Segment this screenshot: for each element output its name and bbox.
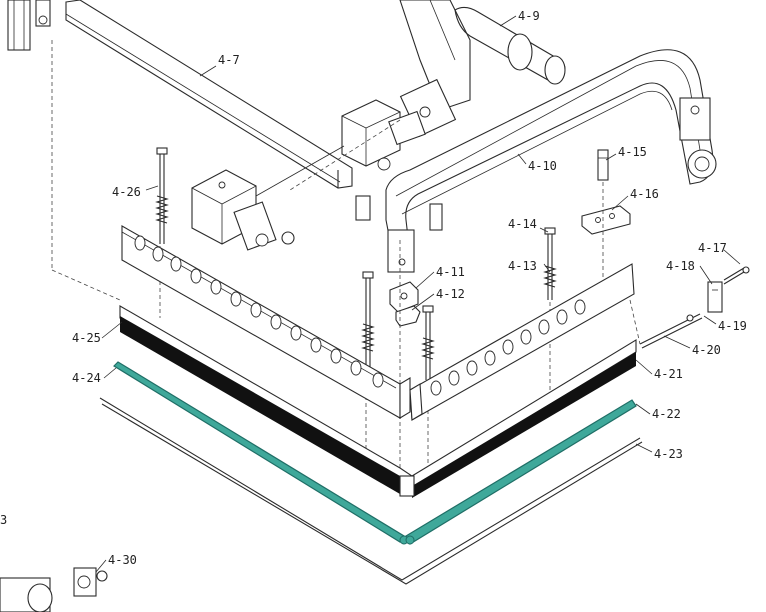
label-4-18: 4-18 <box>666 259 695 273</box>
label-4-9: 4-9 <box>518 9 540 23</box>
label-4-24: 4-24 <box>72 371 101 385</box>
label-4-17: 4-17 <box>698 241 727 255</box>
label-4-25: 4-25 <box>72 331 101 345</box>
label-4-11: 4-11 <box>436 265 465 279</box>
right-side-fittings <box>629 266 750 349</box>
part-4-9-drive-shaft <box>399 0 566 138</box>
leader-lines <box>95 15 741 573</box>
center-bolts-springs <box>355 149 631 380</box>
label-4-22: 4-22 <box>652 407 681 421</box>
center-gearbox-assembly <box>191 99 426 251</box>
top-left-bracket <box>7 0 53 270</box>
left-plate-holes <box>134 235 384 388</box>
label-4-19: 4-19 <box>718 319 747 333</box>
label-4-30: 4-30 <box>108 553 137 567</box>
part-4-21-right-plate <box>409 263 635 421</box>
part-4-30-fitting <box>0 567 108 612</box>
label-4-13: 4-13 <box>508 259 537 273</box>
label-4-21: 4-21 <box>654 367 683 381</box>
label-4-23: 4-23 <box>654 447 683 461</box>
part-4-7-shaft <box>65 0 353 189</box>
callout-labels: 4-7 4-9 4-10 4-11 4-12 4-13 4-14 4-15 4-… <box>0 9 747 567</box>
part-4-23-lower-plate <box>99 397 643 585</box>
right-plate-holes <box>430 299 586 396</box>
part-4-10-u-frame <box>385 49 717 273</box>
label-4-16: 4-16 <box>630 187 659 201</box>
black-seal-strips <box>119 305 637 498</box>
part-4-25-left-plate <box>121 225 411 419</box>
label-4-15: 4-15 <box>618 145 647 159</box>
label-4-12: 4-12 <box>436 287 465 301</box>
label-4-7: 4-7 <box>218 53 240 67</box>
label-4-20: 4-20 <box>692 343 721 357</box>
label-4-10: 4-10 <box>528 159 557 173</box>
label-4-26: 4-26 <box>112 185 141 199</box>
highlighted-strips <box>113 361 637 545</box>
label-edge-mark: 3 <box>0 513 7 527</box>
label-4-14: 4-14 <box>508 217 537 231</box>
part-4-26-bolt-spring <box>155 147 169 244</box>
